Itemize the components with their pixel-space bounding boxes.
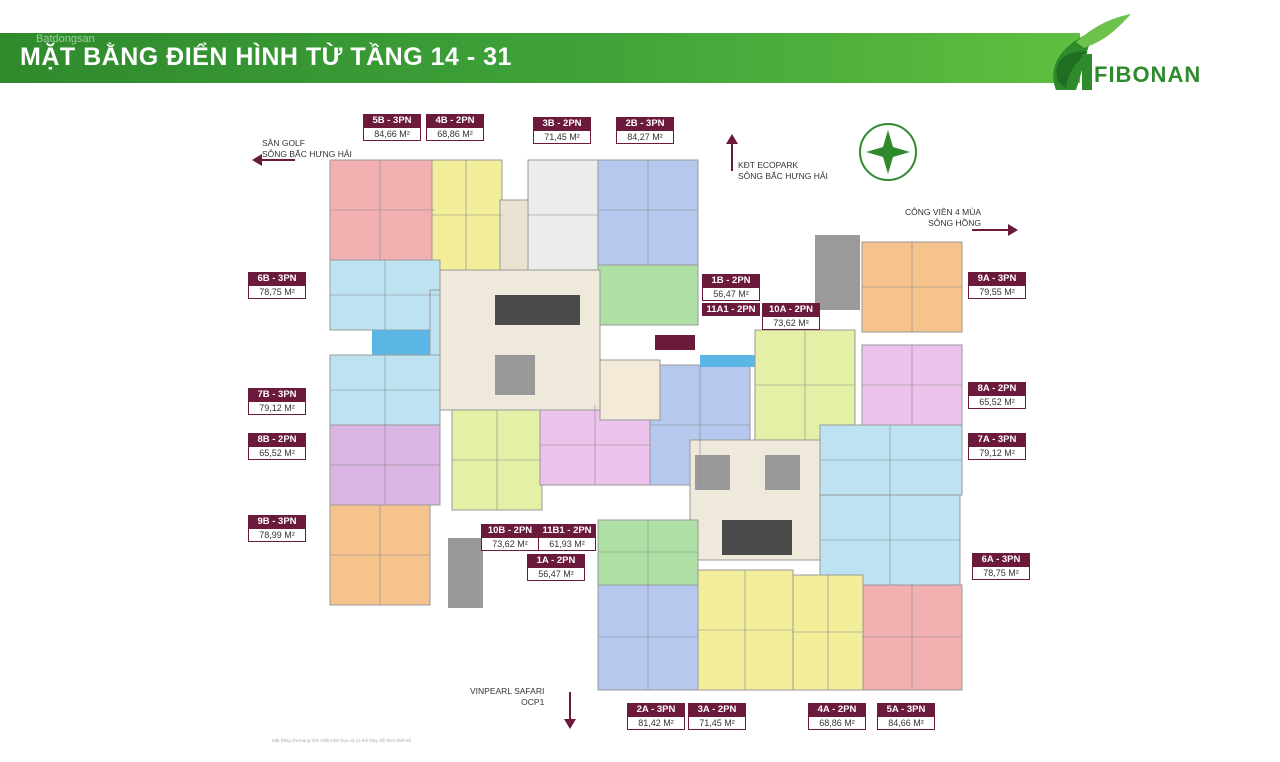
unit-tag: 11A1 - 2PN (702, 303, 760, 316)
room-partitions (330, 160, 962, 690)
page-title: MẶT BẰNG ĐIỂN HÌNH TỪ TẦNG 14 - 31 (20, 43, 512, 71)
logo-text: FIBONAN (1094, 62, 1202, 87)
arrow-down-icon (564, 692, 576, 729)
header-banner (0, 33, 1080, 83)
footnote: Mặt bằng chỉ mang tính chất minh họa và … (272, 738, 413, 743)
arrow-up-icon (726, 134, 738, 171)
arrow-right-icon (972, 224, 1018, 236)
arrow-left-icon (252, 154, 295, 166)
compass-icon (859, 123, 917, 181)
leaf-df-logo-icon (1053, 14, 1131, 90)
watermark: Batdongsan (36, 33, 95, 45)
